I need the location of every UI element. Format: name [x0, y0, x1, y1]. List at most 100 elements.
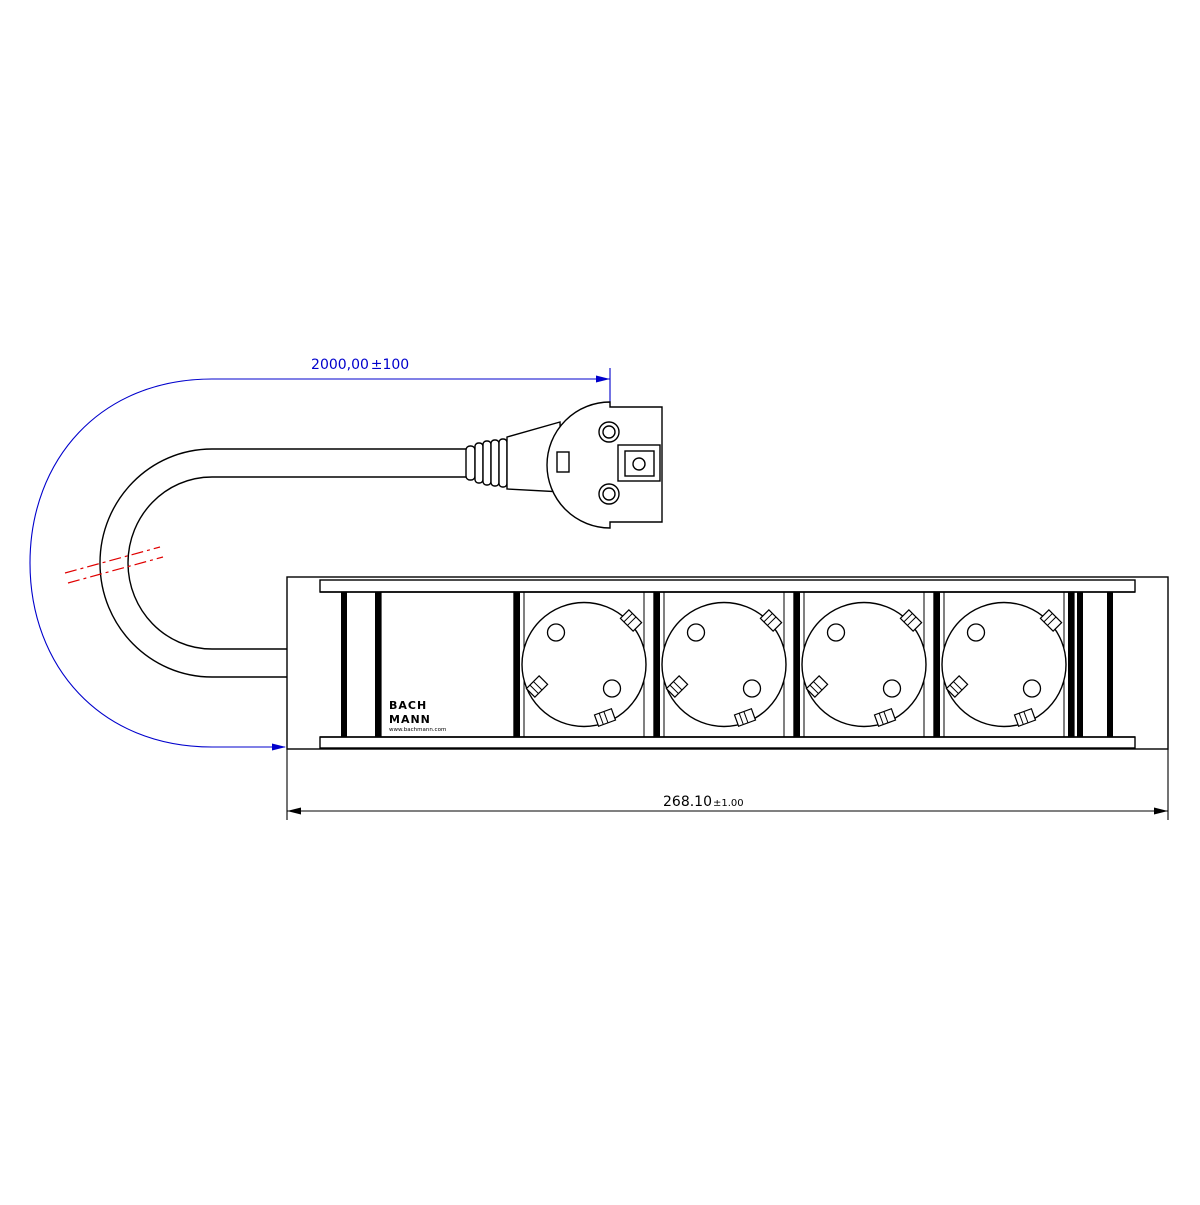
socket-earth-clip-line: [763, 613, 773, 623]
socket-earth-clip-line: [669, 684, 679, 694]
socket-divider-bar: [794, 592, 800, 737]
socket-earth-clip-line: [743, 711, 749, 723]
socket-earth-clip-line: [767, 616, 777, 626]
socket-earth-clip-outline: [733, 708, 757, 727]
cable-break-mark: [64, 546, 164, 584]
plug-strain-relief-ring: [465, 445, 476, 481]
strip-dimension-left-arrow: [287, 807, 301, 815]
strip-outer-frame: [286, 576, 1169, 750]
socket-earth-clip: [525, 675, 549, 698]
socket-earth-clip-line: [1023, 711, 1029, 723]
plug-latch: [556, 451, 570, 473]
socket-earth-clip-line: [623, 613, 633, 623]
socket-outlet: [793, 591, 935, 738]
socket-earth-clip-line: [809, 684, 819, 694]
socket-earth-clip-line: [738, 713, 744, 725]
plug-strain-relief-ring: [474, 442, 484, 484]
plug-earth-screw: [632, 457, 646, 471]
socket-earth-clip: [945, 675, 969, 698]
strip-length-tolerance: ±1.00: [713, 798, 744, 809]
socket-earth-clip: [805, 675, 829, 698]
socket-pin-hole: [882, 679, 902, 698]
cable-dimension-bottom-arrow: [272, 743, 286, 751]
strip-length-dimension: [286, 749, 1169, 820]
socket-earth-clip-line: [1047, 616, 1057, 626]
socket-pin-hole: [1022, 679, 1042, 698]
brand-line-2: MANN: [389, 713, 431, 726]
socket-earth-clip-outline: [899, 609, 923, 632]
cable-outer-edge: [99, 448, 466, 678]
socket-pin-hole: [742, 679, 762, 698]
socket-earth-clip-outline: [1013, 708, 1037, 727]
socket-earth-clip-line: [1018, 713, 1024, 725]
schuko-plug: [465, 401, 663, 529]
socket-earth-clip: [899, 609, 923, 632]
socket-earth-clip: [665, 675, 689, 698]
socket-earth-clip-outline: [759, 609, 783, 632]
strip-end-bars: [341, 592, 1113, 737]
right-end-bar: [1077, 592, 1083, 737]
socket-earth-clip: [619, 609, 643, 632]
cable-length-dimension: [29, 368, 611, 751]
right-end-bar: [1107, 592, 1113, 737]
socket-earth-clip: [759, 609, 783, 632]
strip-length-value: 268.10: [663, 794, 712, 810]
cable-length-value: 2000,00: [311, 357, 369, 373]
socket-earth-clip-line: [883, 711, 889, 723]
socket-earth-clip-line: [953, 681, 963, 691]
cable-length-tolerance: ±100: [371, 357, 409, 373]
brand-url: www.bachmann.com: [389, 727, 446, 733]
socket-earth-clip-outline: [873, 708, 897, 727]
socket-earth-clip: [1039, 609, 1063, 632]
socket-pin-hole: [826, 623, 846, 642]
socket-group: [513, 591, 1075, 738]
socket-earth-clip-outline: [525, 675, 549, 698]
socket-earth-clip-line: [533, 681, 543, 691]
socket-earth-clip-line: [529, 684, 539, 694]
socket-earth-clip-line: [673, 681, 683, 691]
socket-earth-clip-line: [813, 681, 823, 691]
socket-earth-clip: [1013, 708, 1037, 727]
cable-dimension-top-arrow: [596, 375, 610, 383]
plug-pin-top-inner: [602, 425, 616, 439]
socket-outlet: [653, 591, 795, 738]
socket-earth-clip-line: [627, 616, 637, 626]
plug-pin-bottom-inner: [602, 487, 616, 501]
socket-earth-clip-line: [903, 613, 913, 623]
socket-pin-hole: [966, 623, 986, 642]
strip-bottom-rail: [319, 736, 1136, 749]
cable-inner-edge: [127, 476, 466, 650]
socket-earth-clip-line: [1043, 613, 1053, 623]
socket-earth-clip: [593, 708, 617, 727]
socket-earth-clip-line: [878, 713, 884, 725]
socket-pin-hole: [602, 679, 622, 698]
socket-divider-bar: [934, 592, 940, 737]
socket-pin-hole: [686, 623, 706, 642]
power-cable: [99, 448, 466, 678]
socket-earth-clip-outline: [945, 675, 969, 698]
socket-earth-clip-line: [598, 713, 604, 725]
socket-outlet: [933, 591, 1075, 738]
socket-earth-clip-outline: [665, 675, 689, 698]
left-end-bar: [341, 592, 347, 737]
brand-module: BACH MANN www.bachmann.com: [380, 591, 515, 738]
strip-dimension-right-arrow: [1154, 807, 1168, 815]
socket-earth-clip-outline: [805, 675, 829, 698]
brand-line-1: BACH: [389, 699, 427, 712]
plug-face: [546, 401, 663, 529]
socket-earth-clip-outline: [1039, 609, 1063, 632]
strip-top-rail: [319, 579, 1136, 593]
socket-earth-clip-outline: [593, 708, 617, 727]
plug-strain-relief-ring: [490, 439, 500, 487]
socket-earth-clip-outline: [619, 609, 643, 632]
socket-earth-clip: [733, 708, 757, 727]
socket-outlet: [513, 591, 655, 738]
socket-earth-clip-line: [907, 616, 917, 626]
socket-earth-clip: [873, 708, 897, 727]
socket-earth-clip-line: [949, 684, 959, 694]
cable-dimension-arc: [29, 378, 213, 748]
left-end-bar: [375, 592, 381, 737]
socket-pin-hole: [546, 623, 566, 642]
